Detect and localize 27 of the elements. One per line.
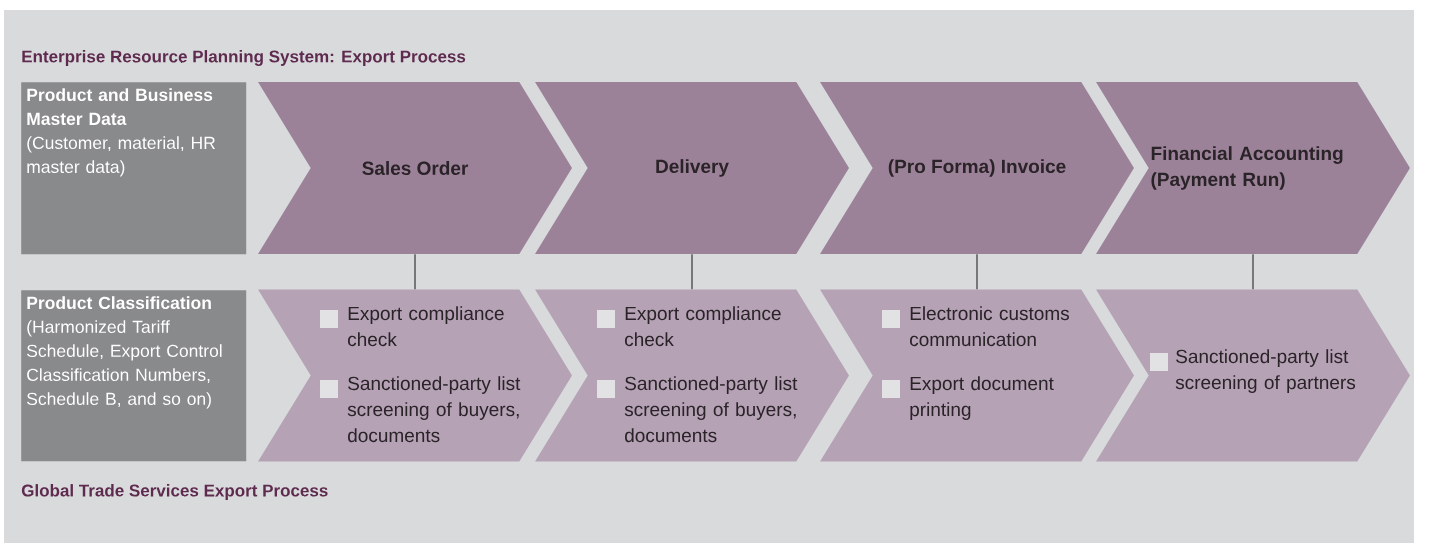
- node-label: Sales Order: [362, 161, 469, 175]
- process-step: Financial Accounting (Payment Run): [1096, 82, 1410, 254]
- task-step: Sanctioned-party list screening of partners: [1096, 289, 1410, 462]
- process-step: (Pro Forma) Invoice: [820, 82, 1134, 254]
- node-label: Export compliance check: [348, 306, 504, 347]
- node-label: (Pro Forma) Invoice: [888, 159, 1066, 177]
- connector-line: [1252, 253, 1254, 291]
- process-step: Delivery: [535, 82, 849, 254]
- node-label: Financial Accounting (Payment Run): [1151, 146, 1343, 190]
- task-step: Electronic customs communication Export document printing: [820, 289, 1134, 462]
- data-box: Product Classification (Harmonized Tariff Schedule, Export Control Classification Numbers, Schedule B, and so on): [21, 290, 247, 462]
- process-step: Sales Order: [258, 82, 572, 254]
- node-label: Sanctioned-party list screening of partners: [1175, 349, 1356, 393]
- node-label: Delivery: [656, 159, 729, 177]
- data-box: Product and Business Master Data (Customer, material, HR master data): [21, 82, 247, 255]
- node-label: Export document printing: [910, 376, 1054, 420]
- task-step: Export compliance check Sanctioned-party list screening of buyers, documents: [535, 289, 849, 462]
- connector-line: [414, 253, 416, 291]
- connector-line: [691, 253, 693, 291]
- section-title: Enterprise Resource Planning System: Export Process: [22, 50, 466, 66]
- section-title: Global Trade Services Export Process: [21, 484, 328, 500]
- node-label: Sanctioned-party list screening of buyers, documents: [347, 376, 521, 443]
- node-label: Sanctioned-party list screening of buyers, documents: [624, 376, 798, 443]
- connector-line: [976, 253, 978, 291]
- task-step: Export compliance check Sanctioned-party list screening of buyers, documents: [258, 289, 572, 462]
- node-label: Export compliance check: [625, 306, 781, 347]
- node-label: Electronic customs communication: [910, 306, 1069, 347]
